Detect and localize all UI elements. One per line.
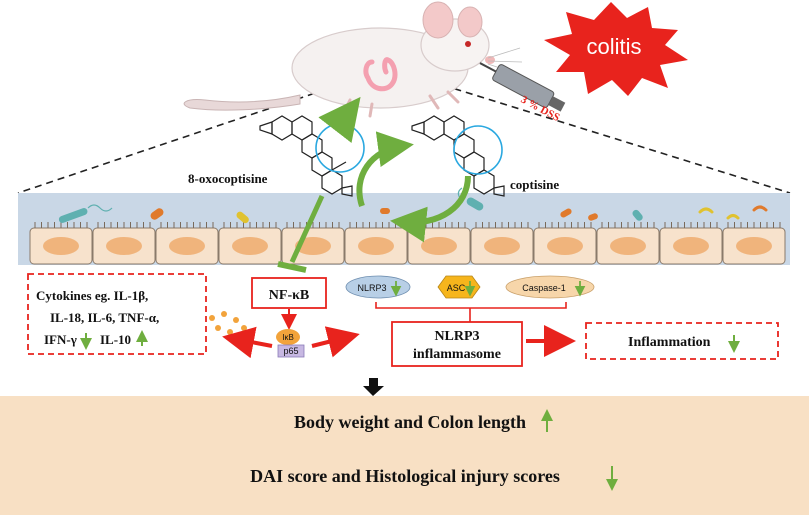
- epithelial-cell: [92, 222, 156, 265]
- epithelial-cell: [407, 222, 471, 265]
- epithelial-cell-row: [29, 222, 786, 265]
- cytokines-il10: IL-10: [100, 332, 131, 347]
- arrow-to-cytokines: [222, 326, 273, 359]
- zoom-line-right: [419, 77, 791, 194]
- nfkb-label: NF-κB: [269, 288, 309, 303]
- dss-syringe: [479, 62, 566, 112]
- inflammasome-line1: NLRP3: [434, 329, 479, 344]
- caspase-component: [505, 275, 595, 299]
- nlrp3-component-label: NLRP3: [357, 283, 386, 293]
- conversion-arrow-bottom: [390, 175, 471, 243]
- conversion-arrow-top: [356, 131, 414, 207]
- nfkb-box: [251, 277, 327, 309]
- cytokines-ifn: IFN-γ: [44, 332, 77, 347]
- cytokine-dots: [209, 311, 247, 335]
- colitis-label: colitis: [586, 34, 641, 59]
- inflammation-label: Inflammation: [628, 335, 711, 350]
- epithelial-cell: [218, 222, 282, 265]
- colitis-starburst: [544, 2, 688, 96]
- inhibition-line: [289, 194, 325, 264]
- green-up-arrow: [318, 96, 361, 143]
- epithelial-cell: [722, 222, 786, 265]
- coptisine-structure: [411, 115, 505, 197]
- caspase-component-label: Caspase-1: [522, 283, 566, 293]
- zoom-line-left: [17, 77, 361, 194]
- coptisine-label: coptisine: [510, 177, 559, 192]
- oxocoptisine-label: 8-oxocoptisine: [188, 171, 268, 186]
- p65-shape: [277, 344, 305, 358]
- cytokines-line2: IL-18, IL-6, TNF-α,: [50, 310, 159, 325]
- cytokines-line1: Cytokines eg. IL-1β,: [36, 288, 148, 303]
- epithelial-cell: [344, 222, 408, 265]
- inhibition-bar: [277, 261, 307, 273]
- components-bracket: [375, 302, 567, 322]
- epithelial-cell: [155, 222, 219, 265]
- epithelial-cell: [596, 222, 660, 265]
- epithelial-cell: [659, 222, 723, 265]
- inflammasome-box: [391, 321, 523, 367]
- epithelial-cell: [533, 222, 597, 265]
- bacteria-group: [58, 187, 768, 224]
- epithelial-cell: [470, 222, 534, 265]
- epithelial-cell: [29, 222, 93, 265]
- p65-label: p65: [283, 346, 298, 356]
- outcome-line2: DAI score and Histological injury scores: [250, 466, 560, 486]
- ikb-shape: [276, 329, 300, 345]
- black-arrow-shaft: [369, 378, 378, 386]
- asc-component-label: ASC: [447, 283, 466, 293]
- arrow-to-inflammasome: [311, 326, 360, 358]
- inflammation-box: [585, 322, 779, 360]
- inflammasome-line2: inflammasome: [413, 347, 501, 362]
- ikb-label: IκB: [282, 333, 294, 342]
- outcome-band: [0, 396, 809, 515]
- mouse-illustration: [183, 1, 523, 118]
- cytokines-box: [27, 273, 207, 355]
- oxocoptisine-structure: [259, 115, 365, 197]
- outcome-line1: Body weight and Colon length: [294, 412, 526, 432]
- black-arrow-head: [363, 386, 384, 396]
